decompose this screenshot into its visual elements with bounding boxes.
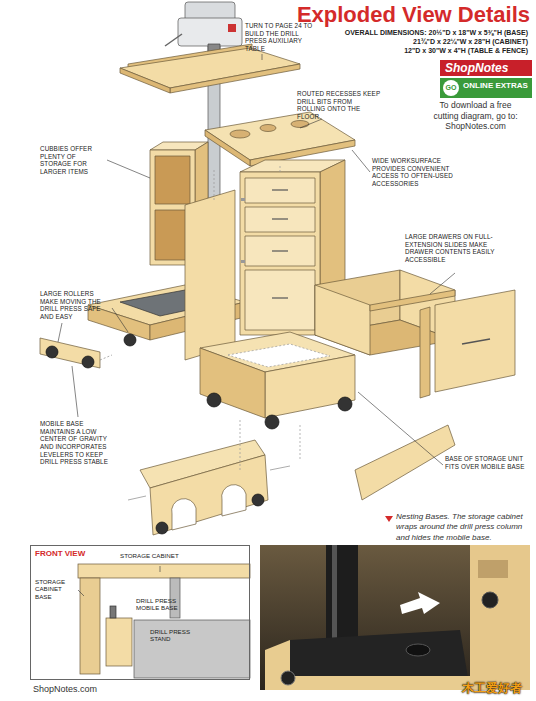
callout-note: TURN TO PAGE 24 TO BUILD THE DRILL PRESS…	[245, 22, 319, 53]
node-text: FRONT VIEW	[35, 550, 245, 559]
callout-note: BASE OF STORAGE UNIT FITS OVER MOBILE BA…	[445, 455, 528, 470]
node-text: ONLINE EXTRAS	[463, 82, 528, 91]
dimension-line: 12"D x 30"W x 4"H (TABLE & FENCE)	[300, 47, 528, 55]
part-label: DRILL PRESS STAND	[150, 628, 210, 643]
callout-note: CUBBIES OFFER PLENTY OF STORAGE FOR LARG…	[40, 145, 106, 176]
callout-note: ROUTED RECESSES KEEP DRILL BITS FROM ROL…	[297, 90, 382, 121]
page-title: Exploded View Details	[278, 2, 530, 28]
logo-box: ShopNotes	[440, 60, 532, 76]
online-badge: ONLINE EXTRAS GO	[440, 78, 532, 98]
download-note: To download a free cutting diagram, go t…	[428, 100, 523, 132]
photo-caption: Nesting Bases. The storage cabinet wraps…	[396, 512, 530, 543]
inset-frame: FRONT VIEW	[30, 545, 250, 680]
part-label: DRILL PRESS MOBILE BASE	[136, 597, 196, 612]
callout-note: LARGE DRAWERS ON FULL-EXTENSION SLIDES M…	[405, 233, 515, 264]
node-text: GO	[443, 80, 459, 96]
part-label: STORAGE CABINET	[120, 552, 200, 559]
dimension-line: OVERALL DIMENSIONS: 20½"D x 18"W x 5⅜"H …	[300, 29, 528, 37]
watermark: 木工爱好者	[462, 680, 522, 697]
dimension-line: 21¾"D x 22¼"W x 28"H (CABINET)	[300, 38, 528, 46]
node-text: ShopNotes	[445, 61, 527, 75]
callout-note: MOBILE BASE MAINTAINS A LOW CENTER OF GR…	[40, 420, 116, 466]
part-label: STORAGE CABINET BASE	[35, 578, 77, 600]
callout-note: WIDE WORKSURFACE PROVIDES CONVENIENT ACC…	[372, 157, 470, 188]
go-circle: GO	[443, 80, 459, 96]
page-footer: ShopNotes.com	[33, 684, 133, 694]
callout-note: LARGE ROLLERS MAKE MOVING THE DRILL PRES…	[40, 290, 112, 321]
